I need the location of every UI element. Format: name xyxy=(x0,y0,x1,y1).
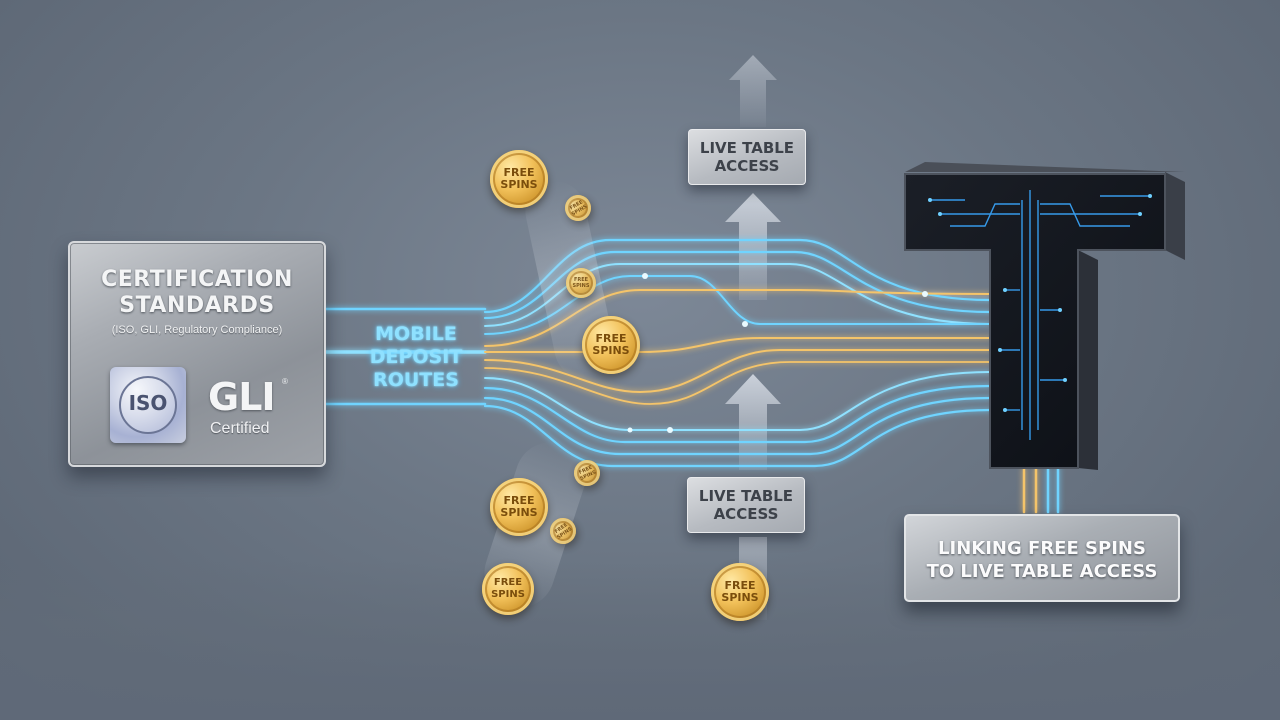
certification-title: CERTIFICATION STANDARDS xyxy=(70,267,324,319)
certification-panel: CERTIFICATION STANDARDS (ISO, GLI, Regul… xyxy=(68,241,326,467)
coin-line1: FREE xyxy=(573,277,589,283)
coin-line1: FREE xyxy=(595,332,627,345)
gli-registered-mark: ® xyxy=(282,377,288,386)
live-table-access-tag-top: LIVE TABLE ACCESS xyxy=(688,129,806,185)
certification-title-line2: STANDARDS xyxy=(119,293,275,318)
routes-label-line2: DEPOSIT xyxy=(369,346,463,368)
gli-logo: GLI xyxy=(208,375,276,419)
coin-line2: SPINS xyxy=(572,283,590,289)
tag-bottom-line2: ACCESS xyxy=(713,505,779,523)
iso-badge-text: ISO xyxy=(128,391,168,415)
tag-top-line2: ACCESS xyxy=(714,157,780,175)
circuit-t-icon xyxy=(904,162,1185,470)
tag-bottom-line1: LIVE TABLE xyxy=(698,487,794,505)
certification-subtitle: (ISO, GLI, Regulatory Compliance) xyxy=(111,324,283,336)
mobile-deposit-routes-label: MOBILE DEPOSIT ROUTES xyxy=(356,323,476,392)
coin-line2: SPINS xyxy=(500,506,538,519)
coin-line2: SPINS xyxy=(500,178,538,191)
routes-label-line3: ROUTES xyxy=(373,369,459,391)
iso-ring xyxy=(119,376,177,434)
routes-label-line1: MOBILE xyxy=(375,323,457,345)
coin-line2: SPINS xyxy=(491,589,525,600)
live-table-access-tag-bottom: LIVE TABLE ACCESS xyxy=(687,477,805,533)
up-arrow-icon xyxy=(725,55,781,620)
coin-line2: SPINS xyxy=(592,344,630,357)
linking-title-line2: TO LIVE TABLE ACCESS xyxy=(926,561,1158,582)
linking-title-line1: LINKING FREE SPINS xyxy=(938,538,1146,559)
coin-line1: FREE xyxy=(493,577,523,588)
iso-badge-icon: ISO xyxy=(110,367,186,443)
linking-panel: LINKING FREE SPINS TO LIVE TABLE ACCESS xyxy=(904,514,1180,602)
tag-top-line1: LIVE TABLE xyxy=(699,139,795,157)
route-lines xyxy=(320,238,1060,514)
route-nodes xyxy=(627,273,928,433)
coin-line2: SPINS xyxy=(721,591,759,604)
coin-line1: FREE xyxy=(503,494,535,507)
linking-title: LINKING FREE SPINS TO LIVE TABLE ACCESS xyxy=(906,537,1178,583)
certification-title-line1: CERTIFICATION xyxy=(101,267,293,292)
coin-line1: FREE xyxy=(724,579,756,592)
coin-line1: FREE xyxy=(503,166,535,179)
gli-certified-label: Certified xyxy=(210,420,270,437)
